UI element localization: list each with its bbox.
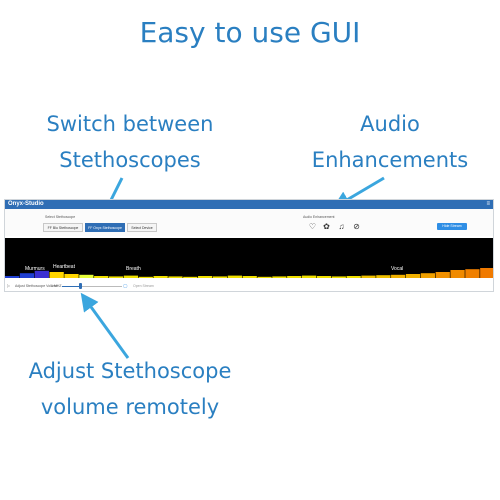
open-stream-label: Open Stream bbox=[133, 284, 154, 288]
menu-icon[interactable]: ≡ bbox=[486, 201, 490, 207]
voice-icon[interactable]: ♫ bbox=[338, 222, 345, 231]
volume-row-icon: ▷ bbox=[7, 283, 11, 288]
spectrum-bar bbox=[435, 272, 450, 278]
slide-title: Easy to use GUI bbox=[139, 16, 361, 49]
spectrum-bar bbox=[480, 268, 493, 278]
spectrum-bar bbox=[212, 276, 228, 278]
spectrum-bar bbox=[123, 275, 139, 278]
audio-enhancement-label: Audio Enhancement bbox=[303, 215, 335, 219]
volume-slider-fill bbox=[62, 286, 80, 287]
spectrum-bar bbox=[346, 276, 361, 278]
spectrum-bar bbox=[272, 276, 287, 278]
volume-slider-thumb[interactable] bbox=[78, 283, 82, 289]
spectrum-bar bbox=[391, 274, 406, 278]
app-title: Onyx-Studio bbox=[8, 201, 44, 207]
arrow-to-volume-slider bbox=[80, 292, 130, 359]
stethoscope-button-onyx[interactable]: FF Onyx Stethoscope bbox=[85, 223, 125, 232]
spectrum-bar bbox=[153, 276, 168, 278]
volume-value: 1 MHZ bbox=[51, 284, 62, 288]
spectrum-bar bbox=[5, 276, 20, 278]
spectrum-bar bbox=[79, 274, 94, 278]
spectrum-bar bbox=[465, 269, 480, 278]
stethoscope-label: Select Stethoscope bbox=[45, 215, 76, 219]
hide-stream-button[interactable]: Hide Stream bbox=[437, 223, 467, 230]
spectrum-bar bbox=[376, 275, 391, 278]
spectrum-bar bbox=[227, 275, 242, 278]
region-label-murmurs: Murmurs bbox=[25, 266, 45, 272]
region-label-breath: Breath bbox=[126, 266, 141, 272]
region-label-vocal: Vocal bbox=[391, 266, 404, 272]
stream-icon[interactable]: ◯ bbox=[123, 283, 128, 288]
spectrum-bar bbox=[19, 273, 35, 278]
spectrum-bar bbox=[34, 270, 49, 278]
spectrum-bar bbox=[450, 270, 465, 278]
region-label-heartbeat: Heartbeat bbox=[53, 264, 75, 270]
spectrum-bar bbox=[331, 276, 346, 278]
heart-icon[interactable]: ♡ bbox=[308, 222, 317, 231]
spectrum-bar bbox=[301, 275, 317, 278]
spectrum-bar bbox=[316, 276, 332, 278]
spectrum-bar bbox=[420, 273, 436, 278]
spectrum-bar bbox=[64, 274, 79, 278]
callout-switch-stethoscopes: Switch between Stethoscopes bbox=[46, 112, 214, 172]
spectrum-bar bbox=[361, 275, 376, 278]
spectrum-bar bbox=[168, 276, 183, 278]
spectrum-bar bbox=[108, 276, 124, 278]
spectrum-bar bbox=[257, 276, 272, 278]
volume-slider-track[interactable] bbox=[62, 286, 122, 287]
spectrum-bars bbox=[5, 268, 493, 278]
spectrum-bar bbox=[94, 276, 109, 278]
lungs-icon[interactable]: ✿ bbox=[323, 222, 330, 231]
spectrum-bar bbox=[287, 276, 302, 278]
stethoscope-button-blu[interactable]: FF Blu Stethoscope bbox=[43, 223, 83, 232]
spectrum-bar bbox=[198, 276, 213, 278]
ban-icon[interactable]: ⊘ bbox=[353, 222, 360, 231]
spectrum-bar bbox=[138, 276, 153, 278]
app-titlebar: Onyx-Studio ≡ bbox=[5, 200, 493, 209]
callout-adjust-volume: Adjust Stethoscope volume remotely bbox=[28, 359, 232, 419]
app-window: Onyx-Studio ≡ Select Stethoscope FF Blu … bbox=[4, 199, 494, 292]
spectrum-bar bbox=[49, 272, 64, 278]
volume-label: Adjust Stethoscope Volume bbox=[15, 284, 58, 288]
spectrum-bar bbox=[183, 276, 198, 278]
audio-spectrum: Murmurs Heartbeat Breath Vocal bbox=[5, 238, 493, 278]
spectrum-bar bbox=[405, 274, 421, 278]
spectrum-bar bbox=[242, 276, 257, 278]
toolbar: Select Stethoscope FF Blu Stethoscope FF… bbox=[5, 209, 493, 236]
volume-row: ▷ Adjust Stethoscope Volume 1 MHZ ◯ Open… bbox=[5, 280, 493, 291]
callout-audio-enhancements: Audio Enhancements bbox=[311, 112, 469, 172]
stethoscope-button-select-device[interactable]: Select Device bbox=[127, 223, 157, 232]
